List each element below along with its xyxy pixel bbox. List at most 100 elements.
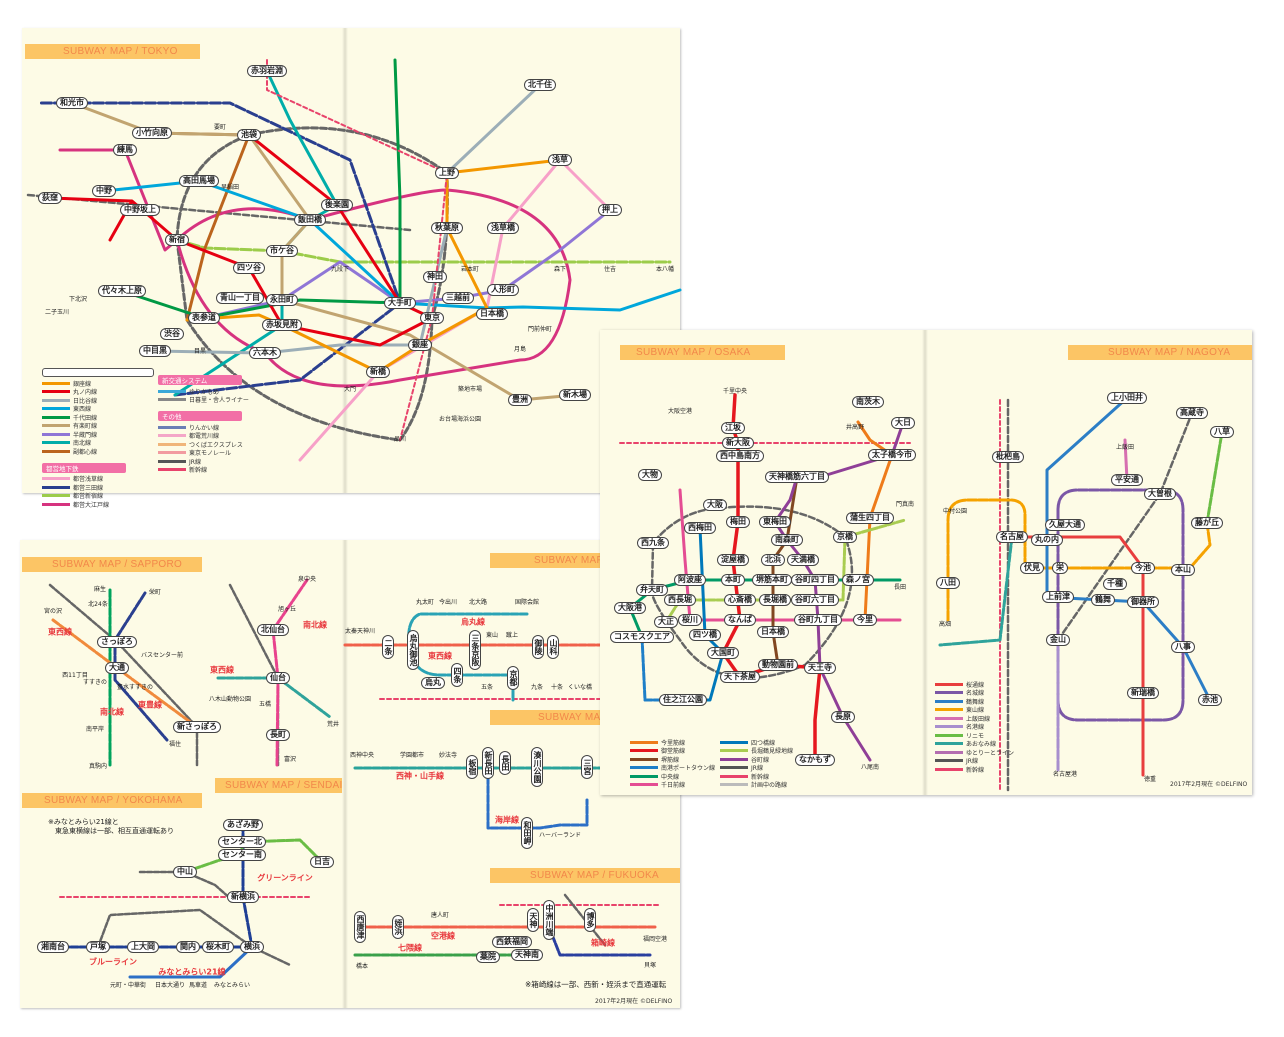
legend-label: 都営浅草線: [73, 476, 104, 484]
kyoto-station-label: 蹴上: [505, 632, 519, 639]
kyoto-station-label: 五条: [480, 684, 494, 691]
nagoya-station-label: 高畑: [938, 621, 952, 628]
tokyo-station-label: 高田馬場: [179, 175, 219, 187]
nagoya-station-label: 名古屋港: [1052, 771, 1078, 778]
sapporo-header-text: SUBWAY MAP / SAPPORO: [52, 559, 183, 570]
legend-label: 名城線: [966, 690, 985, 698]
legend-label: 新幹線: [189, 467, 208, 475]
sapporo-station-label: 栄町: [148, 589, 162, 596]
tokyo-station-label: 大門: [343, 386, 357, 393]
osaka-station-label: 淀屋橋: [717, 554, 749, 566]
kyoto-station-label: 国際会館: [514, 599, 540, 606]
tokyo-station-label: 岩本町: [460, 266, 480, 273]
legend-swatch: [42, 494, 70, 498]
legend-swatch: [630, 740, 658, 744]
tokyo-station-label: 下北沢: [68, 296, 88, 303]
osaka-station-label: 天王寺: [804, 662, 836, 674]
tokyo-station-label: 赤羽岩淵: [247, 65, 287, 77]
legend-swatch: [42, 502, 70, 506]
sendai-station-label: 長町: [266, 729, 290, 741]
tokyo-station-label: 東京: [420, 312, 444, 324]
nagoya-station-label: 藤が丘: [1191, 517, 1223, 529]
kyoto-station-label: 御陵: [532, 635, 544, 659]
legend-item: 有楽町線: [42, 422, 154, 430]
kyoto-station-label: 十条: [550, 684, 564, 691]
legend-label: JR線: [966, 758, 978, 766]
legend-swatch: [158, 451, 186, 455]
yokohama-station-label: 関内: [176, 941, 200, 953]
yokohama-station-label: 上大岡: [127, 941, 159, 953]
kobe-line-label: 海岸線: [495, 815, 519, 825]
sheet-fold: [342, 540, 348, 1008]
legend-swatch: [158, 398, 186, 402]
legend-swatch: [720, 766, 748, 770]
osaka-station-label: 堺筋本町: [752, 574, 792, 586]
legend-item: 都営大江戸線: [42, 500, 154, 509]
legend-item: 千代田線: [42, 413, 154, 422]
legend-label: 都営大江戸線: [73, 501, 110, 509]
legend-item: 銀座線: [42, 379, 154, 388]
sapporo-line-label: 東西線: [48, 627, 72, 637]
sendai-station-label: 八木山動物公園: [208, 696, 252, 703]
tokyo-legend-other: 新交通システム ゆりかもめ日暮里・舎人ライナー その他 りんかい線都電荒川線つく…: [158, 368, 249, 474]
nagoya-station-label: 上飯田: [1115, 444, 1135, 451]
legend-label: リニモ: [966, 732, 985, 740]
legend-item: JR線: [720, 764, 793, 772]
legend-swatch: [42, 407, 70, 411]
legend-item: 南港ポートタウン線: [630, 764, 715, 772]
legend-swatch: [720, 783, 748, 787]
nagoya-station-label: 千種: [1103, 578, 1127, 590]
legend-label: 都営新宿線: [73, 493, 104, 501]
osaka-station-label: 梅田: [726, 516, 750, 528]
sapporo-line-label: 南北線: [100, 707, 124, 717]
yokohama-line-label: みなとみらい21線: [158, 967, 226, 977]
kyoto-station-label: 烏丸御池: [407, 630, 419, 670]
osaka-station-label: 西九条: [637, 537, 669, 549]
tokyo-station-label: 新宿: [165, 234, 189, 246]
mita-line: [38, 101, 402, 397]
kyoto-station-label: 四条: [451, 663, 463, 687]
kyoto-station-label: 二条: [382, 635, 394, 659]
osaka-station-label: 谷町九丁目: [794, 614, 842, 626]
osaka-nagoya-map-sheet: SUBWAY MAP / OSAKA SUBWAY MAP / NAGOYA: [600, 330, 1252, 795]
sapporo-station-label: すすきの: [82, 679, 108, 686]
kobe-station-label: 妙法寺: [438, 752, 458, 759]
legend-swatch: [630, 749, 658, 753]
osaka-station-label: 本町: [721, 574, 745, 586]
kobe-kaigan-line: [486, 766, 589, 830]
yokohama-station-label: 元町・中華街: [109, 982, 147, 989]
jr-yamanote-line: [175, 126, 449, 442]
sapporo-toho-line: [113, 591, 169, 742]
tokyo-station-label: 上野: [435, 167, 459, 179]
legend-label: 副都心線: [73, 448, 98, 456]
tokyo-station-label: 永田町: [266, 294, 298, 306]
yokohama-station-label: センター南: [218, 849, 266, 861]
legend-swatch: [42, 477, 70, 481]
tokyo-station-label: 新木場: [559, 389, 591, 401]
osaka-station-label: 南茨木: [852, 396, 884, 408]
legend-swatch: [935, 708, 963, 712]
yokohama-note: ※みなとみらい21線と 東急東横線は一部、相互直通運転あり: [48, 818, 174, 836]
legend-swatch: [935, 733, 963, 737]
legend-item: 副都心線: [42, 447, 154, 456]
legend-label: つくばエクスプレス: [189, 441, 243, 449]
kyoto-station-label: 九条: [530, 684, 544, 691]
legend-swatch: [935, 725, 963, 729]
osaka-station-label: 天神橋筋六丁目: [765, 471, 829, 483]
tokyo-station-label: お台場海浜公園: [438, 416, 482, 423]
sapporo-station-label: 宮の沢: [43, 608, 63, 615]
osaka-station-label: 阿波座: [674, 574, 706, 586]
legend-item: 新幹線: [720, 772, 793, 781]
kobe-station-label: 新長田: [482, 747, 494, 779]
tokyo-station-label: 小竹向原: [132, 127, 172, 139]
legend-swatch: [42, 398, 70, 402]
legend-label: 長堀鶴見緑地線: [751, 748, 794, 756]
legend-label: 東山線: [966, 707, 985, 715]
legend-label: 都電荒川線: [189, 433, 220, 441]
yokohama-header-text: SUBWAY MAP / YOKOHAMA: [44, 795, 183, 806]
yokohama-note-line: 東急東横線は一部、相互直通運転あり: [48, 827, 174, 836]
kyoto-station-label: 烏丸: [421, 677, 445, 689]
legend-swatch: [935, 699, 963, 703]
osaka-station-label: 門真南: [895, 501, 915, 508]
